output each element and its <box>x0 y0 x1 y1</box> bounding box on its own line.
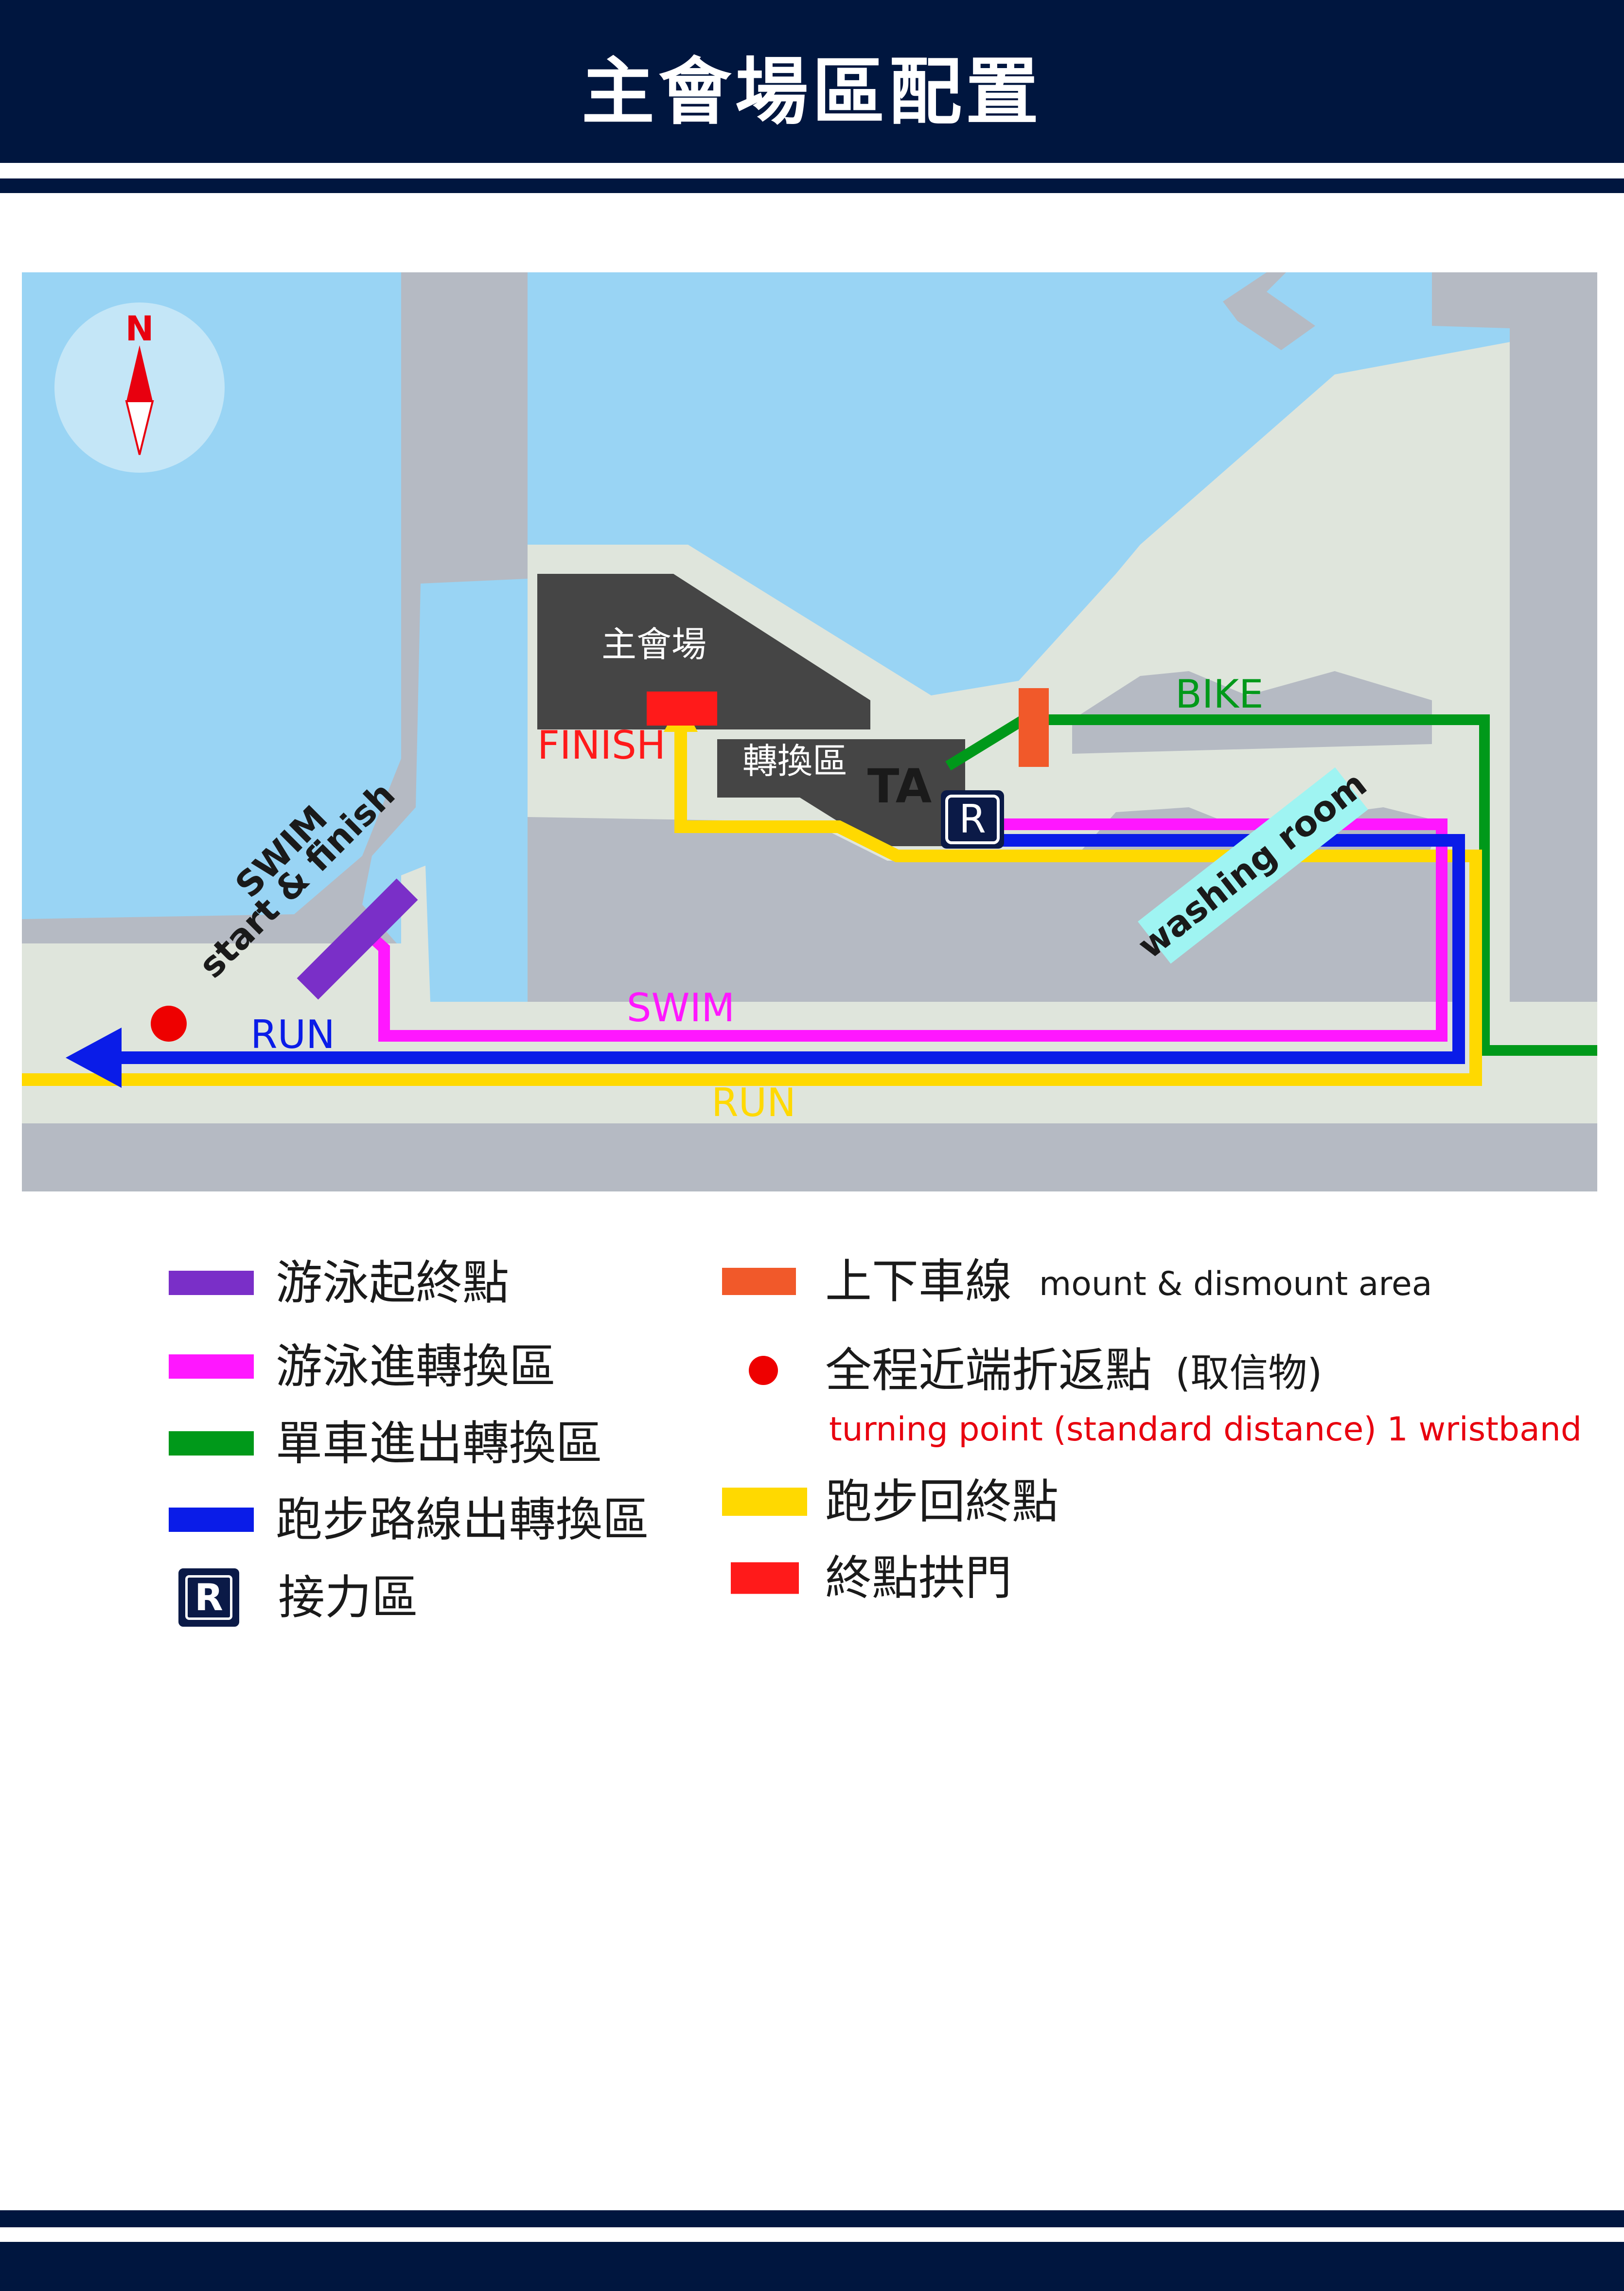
run-return-route <box>22 717 1482 1086</box>
footer-stripe-white <box>0 2227 1624 2242</box>
compass-north-label: N <box>125 309 154 349</box>
header-stripe-navy <box>0 178 1624 193</box>
legend-label-run-out: 跑步路線出轉換區 <box>276 1492 649 1547</box>
legend-turning-point: 全程近端折返點 (取信物) <box>722 1341 1451 1400</box>
mount-dismount-line <box>1019 688 1049 767</box>
legend-label-swim-start: 游泳起終點 <box>276 1256 509 1310</box>
swatch-swim-route <box>169 1354 254 1379</box>
legend-run-out: 跑步路線出轉換區 <box>169 1491 704 1549</box>
bike-route <box>945 714 1597 1056</box>
run-blue-label: RUN <box>250 1012 335 1057</box>
map-relay-badge-border <box>945 795 1000 844</box>
header-stripe-white <box>0 163 1624 178</box>
transition-area-building <box>717 739 965 846</box>
legend-label-turning-point: 全程近端折返點 <box>825 1343 1152 1398</box>
transition-area-label: 轉換區 <box>742 741 847 781</box>
footer-stripe-navy-top <box>0 2210 1624 2227</box>
legend-label-finish-arch: 終點拱門 <box>825 1551 1012 1605</box>
south-road <box>22 1123 1597 1191</box>
swim-route <box>353 818 1447 1042</box>
swatch-mount-line <box>722 1268 796 1295</box>
swim-route-label: SWIM <box>627 985 735 1030</box>
run-yellow-label: RUN <box>711 1080 796 1125</box>
finish-arch <box>647 692 717 726</box>
page-title: 主會場區配置 <box>581 50 1042 135</box>
map-relay-badge <box>941 790 1004 849</box>
swatch-run-out <box>169 1508 254 1532</box>
legend-mount-line: 上下車線 mount & dismount area <box>722 1252 1549 1311</box>
finish-label: FINISH <box>537 723 666 768</box>
compass-needle-south <box>125 400 154 455</box>
legend-label-bike: 單車進出轉換區 <box>276 1416 602 1471</box>
legend-relay-badge-border <box>185 1575 232 1620</box>
legend-bike: 單車進出轉換區 <box>169 1414 655 1473</box>
washing-room-box <box>1138 767 1368 964</box>
legend-run-return: 跑步回終點 <box>722 1473 1208 1531</box>
swatch-bike-route <box>169 1431 254 1456</box>
west-pier <box>22 272 528 948</box>
parking-north <box>1072 671 1432 754</box>
legend-label-mount-line: 上下車線 <box>825 1254 1012 1309</box>
legend-relay-badge: R <box>178 1568 239 1627</box>
venue-map: 主會場 轉換區 TA FINISH BIKE SWIM start & fini… <box>22 272 1597 1191</box>
legend-turning-point-en: turning point (standard distance) 1 wris… <box>829 1410 1582 1449</box>
legend-label-swim-route: 游泳進轉換區 <box>276 1339 556 1394</box>
header-bar: 主會場區配置 <box>0 0 1624 163</box>
swatch-swim-start <box>169 1271 254 1295</box>
legend-label-run-return: 跑步回終點 <box>825 1474 1059 1529</box>
turning-point-marker <box>151 1006 187 1042</box>
legend-label-relay: 接力區 <box>278 1570 418 1625</box>
legend-swim-to-ta: 游泳進轉換區 <box>169 1337 606 1396</box>
swatch-run-return <box>722 1488 807 1516</box>
run-out-arrow <box>66 1028 122 1088</box>
swim-start-bar <box>297 878 418 1000</box>
legend-label-turning-point-note: (取信物) <box>1175 1350 1323 1396</box>
legend-relay-letter: R <box>194 1576 223 1619</box>
swatch-turning-point <box>749 1356 778 1385</box>
ne-pier <box>1432 272 1597 1007</box>
ta-label: TA <box>867 759 932 814</box>
compass-needle-north <box>126 345 153 401</box>
ne-jetty <box>1223 272 1315 350</box>
main-venue-building <box>537 574 870 729</box>
legend-swim-start-finish: 游泳起終點 <box>169 1254 558 1312</box>
map-relay-letter: R <box>959 797 986 842</box>
legend-finish-arch: 終點拱門 <box>722 1549 1208 1607</box>
main-venue-label: 主會場 <box>601 624 706 665</box>
bike-label: BIKE <box>1175 672 1263 717</box>
run-out-route <box>95 834 1465 1064</box>
legend-label-mount-line-en: mount & dismount area <box>1039 1265 1432 1303</box>
legend-relay-zone: R 接力區 <box>169 1568 558 1627</box>
swatch-finish-arch <box>731 1562 799 1594</box>
footer-bar <box>0 2242 1624 2291</box>
